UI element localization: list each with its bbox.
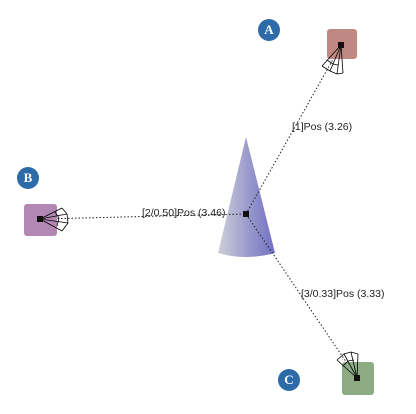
spotlight-b[interactable]	[24, 204, 69, 236]
cone-target[interactable]	[218, 137, 275, 257]
spotlight-icon	[39, 207, 69, 232]
ray-label-c: [3/0.33]Pos (3.33)	[301, 288, 385, 300]
ray-c	[245, 213, 358, 379]
light-marker-c[interactable]: C	[278, 369, 300, 391]
spotlight-a[interactable]	[321, 29, 357, 75]
light-marker-b[interactable]: B	[17, 167, 39, 189]
light-marker-a[interactable]: A	[258, 19, 280, 41]
spotlight-icon	[336, 351, 359, 379]
spotlight-c[interactable]	[336, 351, 374, 395]
target-node-icon[interactable]	[243, 211, 249, 217]
ray-label-a: [1]Pos (3.26)	[292, 121, 353, 133]
ray-b	[39, 213, 247, 220]
ray-a	[245, 44, 342, 215]
ray-label-b: [2/0.50]Pos (3.46)	[142, 207, 226, 219]
spotlight-icon	[321, 44, 344, 75]
